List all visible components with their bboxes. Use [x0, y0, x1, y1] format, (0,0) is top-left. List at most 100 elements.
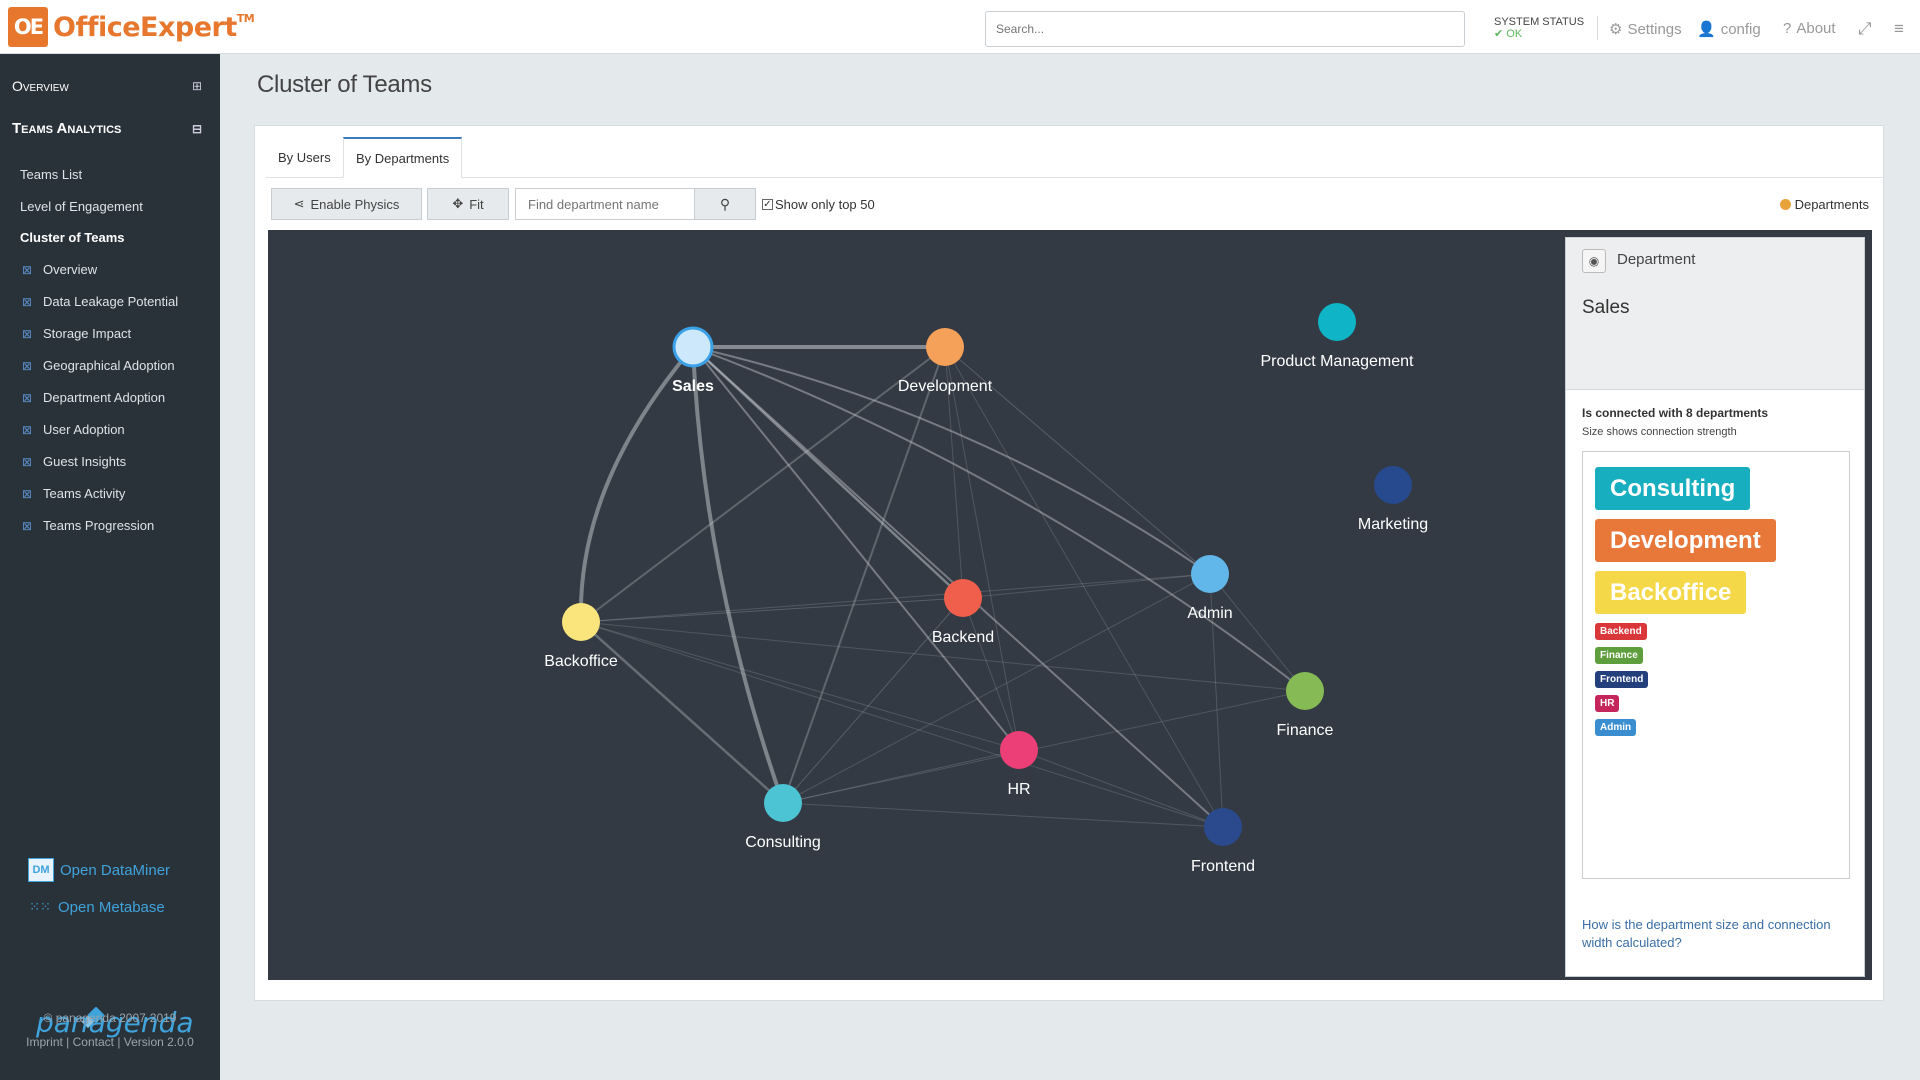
divider	[1597, 16, 1598, 40]
graph-edge	[962, 597, 1020, 751]
department-tag-consulting[interactable]: Consulting	[1595, 467, 1751, 510]
node-circle[interactable]	[1286, 672, 1324, 710]
about-link[interactable]: ?About	[1783, 20, 1836, 37]
graph-edge	[580, 621, 784, 804]
graph-edge	[782, 802, 1224, 828]
open-metabase-link[interactable]: ⁙⁙Open Metabase	[28, 896, 165, 918]
enable-physics-button[interactable]: ⋖Enable Physics	[271, 188, 422, 220]
sidebar-subitem-teams-activity[interactable]: ⊠Teams Activity	[22, 486, 126, 501]
share-icon: ⋖	[293, 196, 305, 211]
sidebar-subitem-department-adoption[interactable]: ⊠Department Adoption	[22, 390, 166, 405]
expand-icon[interactable]: ⊞	[191, 79, 202, 93]
graph-edge	[782, 346, 946, 804]
show-top-checkbox[interactable]: ✓Show only top 50	[762, 197, 875, 212]
node-circle[interactable]	[1374, 466, 1412, 504]
find-department-input[interactable]	[515, 188, 695, 220]
node-label: Backend	[932, 629, 994, 646]
sidebar-section-overview[interactable]: Overview⊞	[12, 78, 202, 94]
graph-node-product-management[interactable]: Product Management	[1261, 303, 1415, 370]
graph-edge	[782, 597, 964, 804]
node-circle[interactable]	[944, 579, 982, 617]
system-status[interactable]: SYSTEM STATUS ✔ OK	[1494, 16, 1585, 40]
graph-node-development[interactable]: Development	[898, 328, 993, 395]
sidebar-subitem-data-leakage[interactable]: ⊠Data Leakage Potential	[22, 294, 179, 309]
sidebar-subitem-teams-progression[interactable]: ⊠Teams Progression	[22, 518, 155, 533]
config-link[interactable]: 👤config	[1697, 20, 1761, 39]
department-tag-frontend[interactable]: Frontend	[1595, 671, 1649, 688]
department-tag-hr[interactable]: HR	[1595, 695, 1620, 712]
department-info-panel: ◉ Department Sales Is connected with 8 d…	[1565, 237, 1865, 977]
officeexpert-logo[interactable]: OE OfficeExpertTM	[8, 7, 255, 47]
sidebar-section-teams-analytics[interactable]: Teams Analytics⊟	[12, 120, 202, 137]
status-ok-badge: ✔ OK	[1494, 28, 1523, 40]
footer-links[interactable]: Imprint | Contact | Version 2.0.0	[26, 1035, 194, 1049]
node-label: Consulting	[745, 834, 821, 851]
settings-link[interactable]: ⚙Settings	[1609, 20, 1682, 39]
selected-department-name: Sales	[1582, 297, 1630, 318]
tab-by-departments[interactable]: By Departments	[343, 137, 463, 178]
graph-node-admin[interactable]: Admin	[1187, 555, 1233, 622]
node-label: Admin	[1187, 605, 1232, 622]
department-tag-development[interactable]: Development	[1595, 519, 1776, 562]
node-circle[interactable]	[1000, 731, 1038, 769]
sidebar-subitem-overview[interactable]: ⊠Overview	[22, 262, 98, 277]
graph-edge	[962, 573, 1211, 599]
node-label: Frontend	[1191, 858, 1255, 875]
info-header: ◉ Department Sales	[1566, 238, 1864, 390]
sidebar-subitem-storage-impact[interactable]: ⊠Storage Impact	[22, 326, 132, 341]
fullscreen-icon[interactable]: ⤢	[1858, 19, 1872, 38]
graph-node-backoffice[interactable]: Backoffice	[544, 603, 618, 670]
graph-edge	[580, 621, 1306, 692]
node-circle[interactable]	[1204, 808, 1242, 846]
tab-by-users[interactable]: By Users	[278, 150, 331, 165]
sidebar-subitem-user-adoption[interactable]: ⊠User Adoption	[22, 422, 125, 437]
graph-edge	[580, 573, 1211, 623]
graph-node-marketing[interactable]: Marketing	[1358, 466, 1428, 533]
graph-node-finance[interactable]: Finance	[1277, 672, 1334, 739]
graph-node-hr[interactable]: HR	[1000, 731, 1038, 798]
node-circle[interactable]	[926, 328, 964, 366]
tab-bar: By Users By Departments	[266, 137, 1884, 178]
info-label: Department	[1617, 251, 1696, 268]
graph-edge	[692, 346, 1306, 692]
sidebar-subitem-guest-insights[interactable]: ⊠Guest Insights	[22, 454, 127, 469]
checkbox-checked[interactable]: ✓	[762, 199, 773, 210]
chart-icon: ⊠	[22, 518, 33, 533]
sidebar-item-cluster-of-teams[interactable]: Cluster of Teams	[20, 230, 125, 245]
graph-node-consulting[interactable]: Consulting	[745, 784, 821, 851]
panagenda-logo: panagenda	[36, 1006, 194, 1039]
find-search-button[interactable]: ⚲	[694, 188, 756, 220]
department-tag-finance[interactable]: Finance	[1595, 647, 1643, 664]
node-circle[interactable]	[764, 784, 802, 822]
top-bar: OE OfficeExpertTM SYSTEM STATUS ✔ OK ⚙Se…	[0, 0, 1920, 54]
sidebar-subitem-geographical-adoption[interactable]: ⊠Geographical Adoption	[22, 358, 175, 373]
collapse-icon[interactable]: ⊟	[191, 121, 202, 136]
size-note: Size shows connection strength	[1582, 426, 1737, 438]
node-circle[interactable]	[1318, 303, 1356, 341]
department-tag-admin[interactable]: Admin	[1595, 719, 1637, 736]
sidebar-item-teams-list[interactable]: Teams List	[20, 167, 83, 182]
graph-node-backend[interactable]: Backend	[932, 579, 994, 646]
calculation-help-link[interactable]: How is the department size and connectio…	[1582, 917, 1831, 950]
fit-button[interactable]: ✥Fit	[427, 188, 509, 220]
target-icon[interactable]: ◉	[1582, 249, 1606, 273]
chart-icon: ⊠	[22, 454, 33, 469]
node-label: Development	[898, 378, 993, 395]
node-circle[interactable]	[1191, 555, 1229, 593]
graph-edge	[1209, 573, 1224, 828]
node-circle[interactable]	[562, 603, 600, 641]
sidebar-item-level-of-engagement[interactable]: Level of Engagement	[20, 199, 143, 214]
search-input[interactable]	[985, 11, 1465, 47]
legend: Departments	[1779, 197, 1869, 212]
graph-edge	[692, 346, 1211, 575]
department-tag-backoffice[interactable]: Backoffice	[1595, 571, 1747, 614]
graph-edge	[944, 346, 964, 599]
menu-icon[interactable]: ≡	[1894, 19, 1904, 38]
graph-node-sales[interactable]: Sales	[672, 326, 714, 395]
chart-icon: ⊠	[22, 390, 33, 405]
graph-node-frontend[interactable]: Frontend	[1191, 808, 1255, 875]
node-circle[interactable]	[672, 326, 714, 368]
department-tag-backend[interactable]: Backend	[1595, 623, 1647, 640]
